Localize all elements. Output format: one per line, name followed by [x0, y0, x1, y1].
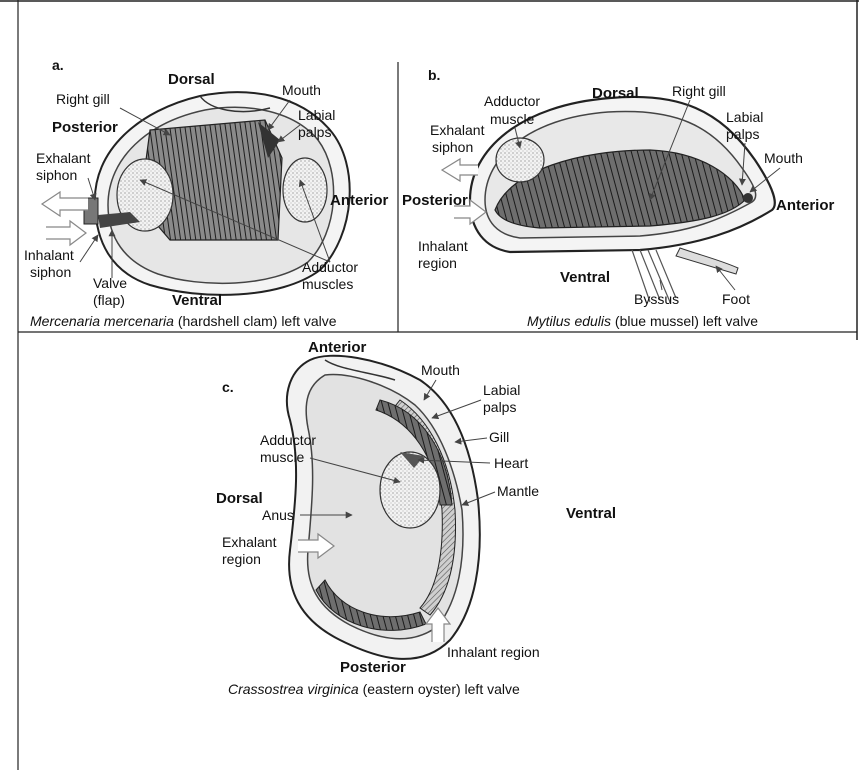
- oyster-ventral-label: Ventral: [566, 505, 616, 522]
- oyster-heart-label: Heart: [494, 455, 528, 471]
- clam-adductor-muscles-label-2: muscles: [302, 276, 353, 292]
- mussel-right-gill-label: Right gill: [672, 83, 726, 99]
- oyster-exhalant-region-label-2: region: [222, 551, 261, 567]
- clam-mouth-label: Mouth: [282, 82, 321, 98]
- oyster-posterior-label: Posterior: [340, 659, 406, 676]
- oyster-gill-label: Gill: [489, 429, 509, 445]
- clam-anterior-label: Anterior: [330, 192, 389, 209]
- mussel-labial-palps-label: Labial: [726, 109, 763, 125]
- mussel-dorsal-label: Dorsal: [592, 85, 639, 102]
- panel-b: b. Adductor muscle Dorsal Right gill Lab…: [402, 67, 835, 329]
- mussel-labial-palps-label-2: palps: [726, 126, 759, 142]
- panel-c: c. Anterior Mouth Labial palps Gill Addu…: [216, 339, 616, 697]
- panel-b-letter: b.: [428, 67, 440, 83]
- oyster-anus-label: Anus: [262, 507, 294, 523]
- panel-a-letter: a.: [52, 57, 64, 73]
- clam-valve-label: Valve: [93, 275, 127, 291]
- mussel-inhalant-region-label-2: region: [418, 255, 457, 271]
- panel-c-letter: c.: [222, 379, 234, 395]
- clam-inhalant-siphon-label-2: siphon: [30, 264, 71, 280]
- oyster-caption-rest: (eastern oyster) left valve: [359, 681, 520, 697]
- clam-exhalant-siphon-label: Exhalant: [36, 150, 91, 166]
- oyster-anterior-label: Anterior: [308, 339, 367, 356]
- oyster-adductor-muscle-label-2: muscle: [260, 449, 305, 465]
- clam-valve-label-2: (flap): [93, 292, 125, 308]
- clam-ventral-label: Ventral: [172, 292, 222, 309]
- oyster-caption-species: Crassostrea virginica: [228, 681, 359, 697]
- mussel-posterior-label: Posterior: [402, 192, 468, 209]
- mussel-ventral-label: Ventral: [560, 269, 610, 286]
- mussel-foot-label: Foot: [722, 291, 750, 307]
- mussel-adductor-muscle-label: Adductor: [484, 93, 540, 109]
- mussel-anterior-label: Anterior: [776, 197, 835, 214]
- mussel-adductor-muscle-label-2: muscle: [490, 111, 535, 127]
- oyster-adductor-muscle-label: Adductor: [260, 432, 316, 448]
- mussel-inhalant-region-label: Inhalant: [418, 238, 468, 254]
- clam-inhalant-siphon-label: Inhalant: [24, 247, 74, 263]
- oyster-exhalant-region-label: Exhalant: [222, 534, 277, 550]
- mussel-mouth-label: Mouth: [764, 150, 803, 166]
- oyster-inhalant-region-label: Inhalant region: [447, 644, 540, 660]
- mussel-caption-species: Mytilus edulis: [527, 313, 611, 329]
- panel-a: a. Dorsal Mouth Right gill Labial palps …: [24, 57, 389, 329]
- mussel-exhalant-siphon-label-2: siphon: [432, 139, 473, 155]
- clam-labial-palps-label: Labial: [298, 107, 335, 123]
- mussel-caption-rest: (blue mussel) left valve: [611, 313, 758, 329]
- oyster-dorsal-label: Dorsal: [216, 490, 263, 507]
- clam-labial-palps-label-2: palps: [298, 124, 331, 140]
- mussel-caption: Mytilus edulis (blue mussel) left valve: [527, 313, 758, 329]
- clam-posterior-label: Posterior: [52, 119, 118, 136]
- oyster-labial-palps-label-2: palps: [483, 399, 516, 415]
- oyster-mantle-label: Mantle: [497, 483, 539, 499]
- clam-caption-rest: (hardshell clam) left valve: [174, 313, 337, 329]
- clam-caption: Mercenaria mercenaria (hardshell clam) l…: [30, 313, 337, 329]
- oyster-caption: Crassostrea virginica (eastern oyster) l…: [228, 681, 520, 697]
- clam-dorsal-label: Dorsal: [168, 71, 215, 88]
- oyster-illustration: [287, 356, 480, 659]
- oyster-mouth-label: Mouth: [421, 362, 460, 378]
- mussel-byssus-label: Byssus: [634, 291, 679, 307]
- clam-right-gill-label: Right gill: [56, 91, 110, 107]
- clam-caption-species: Mercenaria mercenaria: [30, 313, 174, 329]
- oyster-labial-palps-label: Labial: [483, 382, 520, 398]
- mussel-exhalant-siphon-label: Exhalant: [430, 122, 485, 138]
- clam-exhalant-siphon-label-2: siphon: [36, 167, 77, 183]
